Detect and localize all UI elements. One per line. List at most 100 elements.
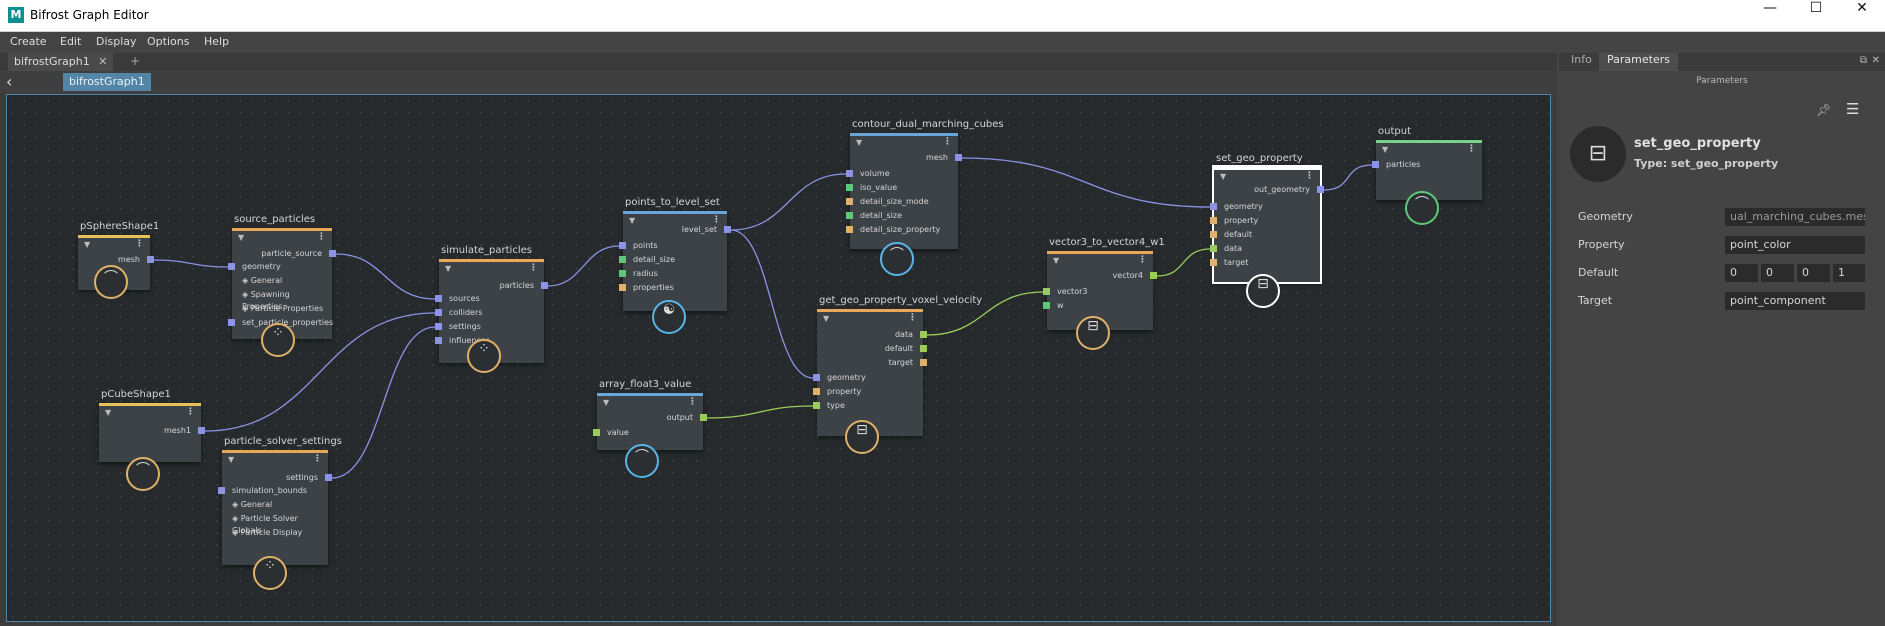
port-connector[interactable] <box>955 154 962 161</box>
input-port-particles[interactable]: particles <box>1372 159 1482 171</box>
output-port-default[interactable]: default <box>817 343 927 355</box>
port-connector[interactable] <box>700 414 707 421</box>
collapse-caret-icon[interactable]: ▼ <box>1053 256 1060 265</box>
input-port-influences[interactable]: influences <box>435 335 544 347</box>
port-connector[interactable] <box>813 402 820 409</box>
node-type-icon-vector3-to-vector4-w1[interactable]: ⊟ <box>1076 316 1110 350</box>
output-port-particles[interactable]: particles <box>439 280 548 292</box>
port-connector[interactable] <box>228 319 235 326</box>
collapse-caret-icon[interactable]: ▼ <box>105 408 112 417</box>
port-connector[interactable] <box>1317 186 1324 193</box>
input-port-spawning-properties[interactable]: ◈ Spawning Properties <box>232 289 332 311</box>
input-port-general[interactable]: ◈ General <box>222 499 328 511</box>
port-connector[interactable] <box>724 226 731 233</box>
menu-create[interactable]: Create <box>10 35 47 48</box>
node-type-icon-contour-dual-marching-cubes[interactable]: ⌒ <box>880 242 914 276</box>
float-panel-icon[interactable]: ⧉ <box>1859 55 1867 66</box>
port-connector[interactable] <box>1210 231 1217 238</box>
input-port-detail_size[interactable]: detail_size <box>619 254 727 266</box>
output-port-mesh[interactable]: mesh <box>850 152 962 164</box>
input-port-detail_size_mode[interactable]: detail_size_mode <box>846 196 958 208</box>
input-port-geometry[interactable]: geometry <box>1210 201 1320 213</box>
node-menu-icon[interactable]: ⋮ <box>688 397 697 407</box>
port-connector[interactable] <box>1210 245 1217 252</box>
collapse-caret-icon[interactable]: ▼ <box>823 314 830 323</box>
menu-options[interactable]: Options <box>147 35 190 48</box>
input-port-particle-display[interactable]: ◈ Particle Display <box>222 527 328 539</box>
output-port-level_set[interactable]: level_set <box>623 224 731 236</box>
output-port-settings[interactable]: settings <box>222 472 332 484</box>
port-connector[interactable] <box>920 359 927 366</box>
port-connector[interactable] <box>619 284 626 291</box>
minimize-button[interactable]: — <box>1763 0 1777 16</box>
port-connector[interactable] <box>1210 217 1217 224</box>
input-port-geometry[interactable]: geometry <box>228 261 332 273</box>
default-y-field[interactable]: 0 <box>1761 264 1794 282</box>
input-port-detail_size[interactable]: detail_size <box>846 210 958 222</box>
collapse-caret-icon[interactable]: ▼ <box>629 216 636 225</box>
input-port-iso_value[interactable]: iso_value <box>846 182 958 194</box>
node-type-icon-points-to-level-set[interactable]: ☯ <box>652 300 686 334</box>
port-connector[interactable] <box>228 263 235 270</box>
tab-bifrostgraph1[interactable]: bifrostGraph1 ✕ <box>8 53 114 71</box>
port-connector[interactable] <box>541 282 548 289</box>
tab-parameters[interactable]: Parameters <box>1599 53 1678 71</box>
port-connector[interactable] <box>619 256 626 263</box>
tab-info[interactable]: Info <box>1571 53 1592 66</box>
collapse-caret-icon[interactable]: ▼ <box>228 455 235 464</box>
input-port-settings[interactable]: settings <box>435 321 544 333</box>
default-x-field[interactable]: 0 <box>1725 264 1758 282</box>
port-connector[interactable] <box>1210 259 1217 266</box>
input-port-colliders[interactable]: colliders <box>435 307 544 319</box>
menu-edit[interactable]: Edit <box>60 35 82 48</box>
node-type-icon-particle-solver-settings[interactable]: ⁘ <box>253 556 287 590</box>
menu-display[interactable]: Display <box>96 35 137 48</box>
input-port-particle-solver-globals[interactable]: ◈ Particle Solver Globals <box>222 513 328 535</box>
node-menu-icon[interactable]: ⋮ <box>317 232 326 242</box>
input-port-detail_size_property[interactable]: detail_size_property <box>846 224 958 236</box>
collapse-caret-icon[interactable]: ▼ <box>856 138 863 147</box>
port-connector[interactable] <box>846 212 853 219</box>
back-arrow-icon[interactable]: ‹ <box>6 72 13 91</box>
close-tab-icon[interactable]: ✕ <box>98 55 108 68</box>
input-port-vector3[interactable]: vector3 <box>1043 286 1153 298</box>
input-port-sources[interactable]: sources <box>435 293 544 305</box>
input-port-properties[interactable]: properties <box>619 282 727 294</box>
node-type-icon-array-float3-value[interactable]: ⌒ <box>625 444 659 478</box>
node-menu-icon[interactable]: ⋮ <box>135 239 144 249</box>
port-connector[interactable] <box>435 295 442 302</box>
breadcrumb-item[interactable]: bifrostGraph1 <box>63 73 151 91</box>
add-tab-button[interactable]: + <box>130 54 141 68</box>
default-z-field[interactable]: 0 <box>1797 264 1830 282</box>
node-menu-icon[interactable]: ⋮ <box>1467 144 1476 154</box>
port-connector[interactable] <box>329 250 336 257</box>
input-port-property[interactable]: property <box>1210 215 1320 227</box>
node-output[interactable]: ▼ ⋮ particles <box>1372 140 1482 200</box>
port-connector[interactable] <box>1210 203 1217 210</box>
port-connector[interactable] <box>325 474 332 481</box>
node-menu-icon[interactable]: ⋮ <box>313 454 322 464</box>
node-menu-icon[interactable]: ⋮ <box>529 263 538 273</box>
input-port-data[interactable]: data <box>1210 243 1320 255</box>
property-field[interactable]: point_color <box>1725 236 1865 254</box>
input-port-target[interactable]: target <box>1210 257 1320 269</box>
output-port-mesh1[interactable]: mesh1 <box>99 425 205 437</box>
pin-icon[interactable]: 📌︎ <box>1816 103 1832 117</box>
output-port-output[interactable]: output <box>597 412 707 424</box>
input-port-general[interactable]: ◈ General <box>232 275 332 287</box>
port-connector[interactable] <box>813 374 820 381</box>
maximize-button[interactable]: ☐ <box>1809 0 1823 16</box>
port-connector[interactable] <box>1043 288 1050 295</box>
node-menu-icon[interactable]: ⋮ <box>712 215 721 225</box>
collapse-caret-icon[interactable]: ▼ <box>1382 145 1389 154</box>
port-connector[interactable] <box>1372 161 1379 168</box>
node-menu-icon[interactable]: ⋮ <box>186 407 195 417</box>
node-menu-icon[interactable]: ⋮ <box>908 313 917 323</box>
input-port-volume[interactable]: volume <box>846 168 958 180</box>
port-connector[interactable] <box>218 487 225 494</box>
